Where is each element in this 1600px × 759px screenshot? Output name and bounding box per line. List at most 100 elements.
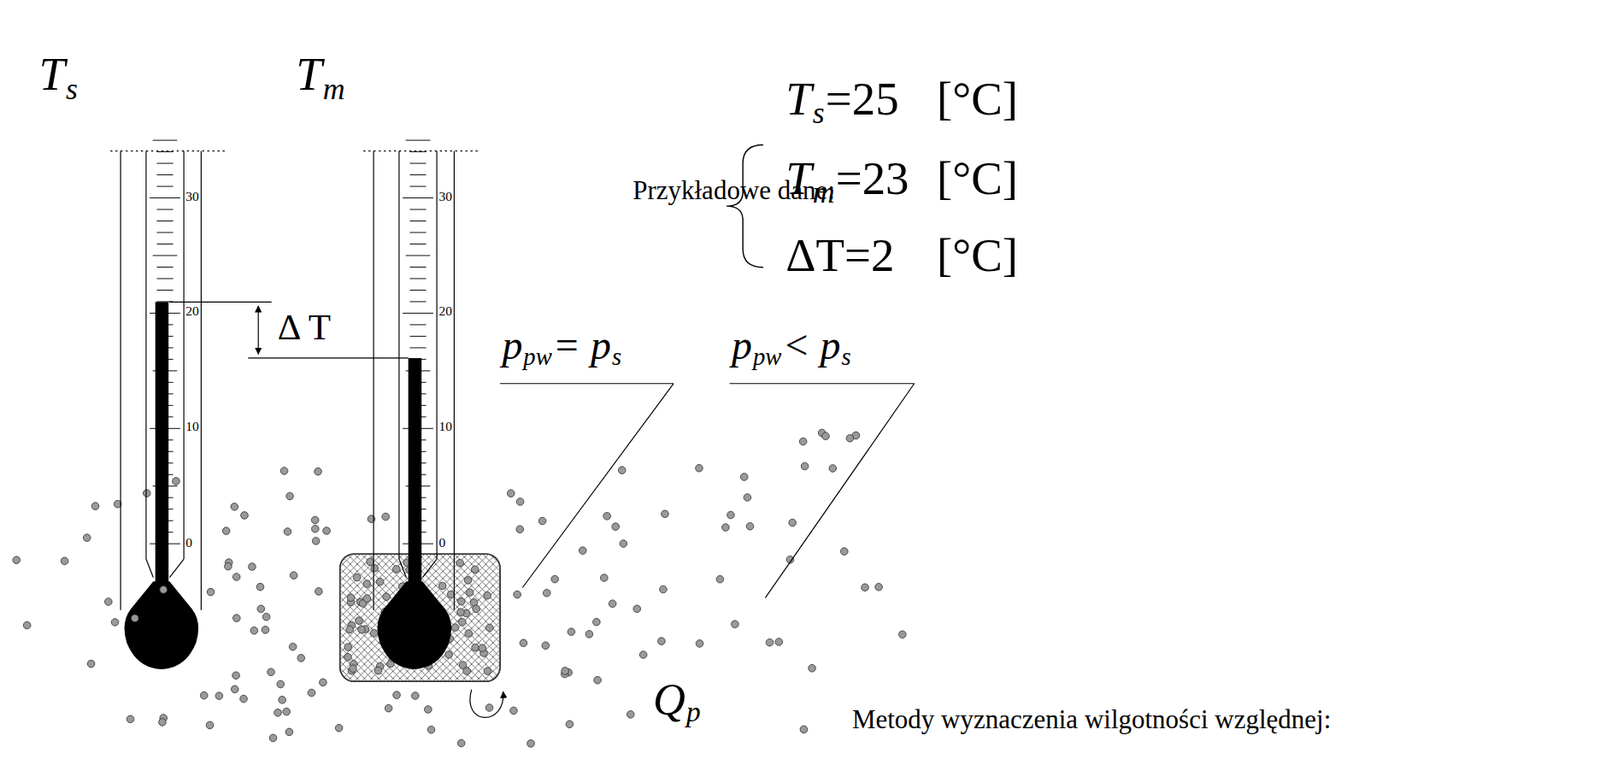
methods-heading: Metody wyznaczenia wilgotności względnej…	[852, 704, 1331, 736]
vapour-molecule	[458, 661, 467, 670]
vapour-molecule	[269, 734, 277, 742]
scale-tick	[156, 220, 173, 222]
vapour-molecule	[232, 573, 241, 582]
vapour-molecule	[661, 510, 670, 518]
scale-tick	[156, 151, 173, 153]
vapour-molecule	[456, 558, 465, 567]
vapour-molecule	[740, 473, 748, 482]
vapour-molecule	[319, 678, 328, 687]
vapour-molecule	[382, 593, 391, 601]
vapour-molecule	[314, 467, 323, 476]
vapour-molecule	[215, 692, 224, 700]
vapour-molecule	[200, 691, 208, 700]
heat-label: p	[686, 695, 701, 729]
pressure-label: p	[731, 322, 753, 370]
vapour-molecule	[261, 626, 270, 635]
scale-tick	[409, 277, 426, 279]
vapour-molecule	[513, 590, 522, 599]
vapour-molecule	[262, 612, 271, 621]
vapour-molecule	[608, 600, 617, 608]
vapour-molecule	[875, 582, 883, 591]
vapour-molecule	[280, 467, 289, 476]
scale-tick	[156, 186, 173, 188]
vapour-molecule	[695, 640, 704, 648]
vapour-molecule	[248, 563, 257, 571]
vapour-molecule	[542, 589, 551, 598]
vapour-molecule	[619, 540, 628, 548]
vapour-molecule	[567, 628, 576, 636]
delta-t-dimension	[169, 301, 408, 359]
vapour-molecule	[457, 597, 465, 606]
scale-number: 20	[438, 303, 453, 319]
pressure-label: < p	[782, 322, 841, 370]
vapour-molecule	[230, 503, 239, 512]
vapour-molecule	[578, 547, 587, 555]
vapour-molecule	[233, 614, 242, 623]
vapour-molecule	[527, 740, 536, 748]
vapour-molecule	[438, 582, 447, 590]
vapour-molecule	[788, 518, 797, 527]
scale-tick	[152, 140, 178, 142]
vapour-molecule	[384, 704, 393, 712]
vapour-molecule	[131, 614, 140, 623]
vapour-molecule	[727, 511, 736, 519]
data-value: =25	[825, 71, 900, 126]
vapour-molecule	[506, 489, 515, 498]
scale-tick	[405, 254, 431, 256]
bulb-molecules	[131, 586, 168, 623]
vapour-molecule	[267, 668, 276, 677]
vapour-molecule	[311, 524, 320, 533]
vapour-molecule	[374, 666, 383, 675]
vapour-molecule	[464, 629, 473, 638]
vapour-molecule	[344, 652, 353, 661]
data-unit: [°C]	[936, 228, 1018, 283]
vapour-molecule	[366, 558, 375, 566]
scale-number: 30	[438, 188, 453, 205]
vapour-molecule	[470, 565, 479, 574]
vapour-molecule	[427, 725, 436, 734]
vapour-molecule	[424, 705, 433, 714]
scale-number: 30	[185, 188, 200, 205]
vapour-molecule	[775, 638, 783, 647]
vapour-molecule	[363, 580, 371, 589]
vapour-molecule	[695, 464, 704, 472]
vapour-molecule	[841, 547, 849, 556]
data-unit: [°C]	[936, 151, 1018, 206]
vapour-molecule	[457, 608, 465, 617]
scale-tick	[402, 197, 434, 199]
scale-tick	[156, 163, 173, 165]
vapour-molecule	[358, 625, 366, 634]
vapour-molecule	[594, 676, 602, 684]
vapour-molecule	[224, 562, 233, 571]
vapour-molecule	[829, 464, 837, 473]
vapour-molecule	[585, 630, 594, 639]
vapour-molecule	[274, 709, 283, 718]
vapour-molecule	[126, 715, 135, 724]
vapour-molecule	[256, 582, 265, 591]
heat-flow-arrow	[470, 689, 504, 718]
data-value: T	[785, 151, 812, 206]
vapour-molecule	[393, 565, 401, 574]
scale-tick	[156, 243, 173, 245]
vapour-molecule	[603, 512, 612, 521]
data-value: ΔT=2	[785, 228, 895, 283]
scale-tick	[409, 151, 426, 153]
scale-number: 10	[185, 418, 200, 435]
scale-tick	[409, 243, 426, 245]
vapour-molecule	[60, 557, 69, 565]
vapour-molecule	[600, 574, 609, 583]
vapour-molecule	[808, 664, 817, 672]
vapour-molecule	[276, 680, 285, 689]
vapour-molecule	[633, 605, 642, 613]
vapour-molecule	[311, 537, 320, 546]
vapour-molecule	[486, 623, 495, 632]
vapour-molecule	[483, 667, 492, 676]
vapour-molecule	[593, 617, 601, 626]
scale-tick	[409, 186, 426, 188]
vapour-molecule	[510, 706, 518, 715]
scale-tick	[156, 266, 173, 268]
vapour-molecule	[282, 707, 291, 716]
vapour-molecule	[232, 671, 241, 680]
vapour-molecule	[257, 605, 265, 613]
